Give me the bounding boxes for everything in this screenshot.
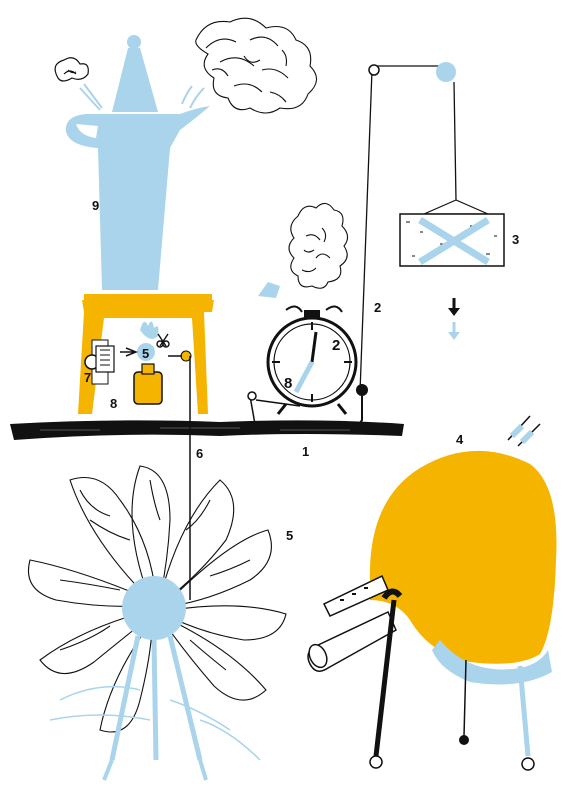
burner-stand: 5: [78, 294, 214, 414]
steam-cloud-right: [182, 18, 317, 113]
drone-pipe: [306, 612, 396, 671]
label-rod: 6: [196, 446, 203, 461]
alarm-clock: [268, 306, 356, 414]
steam-cloud-left: [55, 58, 102, 110]
label-lamp: 8: [110, 396, 117, 411]
pulley-wheel: [436, 62, 456, 82]
arrow-down-icon: [448, 298, 460, 316]
label-tap: 7: [84, 370, 91, 385]
valve-knob: [168, 351, 191, 361]
label-burner-number: 5: [142, 346, 149, 361]
bagpipe: [306, 416, 557, 770]
hanging-weight: [400, 200, 504, 266]
pulley-wheel-small: [369, 65, 379, 75]
shelf: [10, 420, 404, 440]
string-anchor: [356, 384, 368, 428]
oil-lamp: [134, 364, 162, 404]
plant-bush: [289, 203, 348, 288]
label-bagpipe: 4: [456, 432, 464, 447]
arrow-down-blue-icon: [448, 322, 460, 340]
label-string: 2: [374, 300, 381, 315]
label-clock-number: 2: [332, 337, 340, 354]
label-weight: 3: [512, 232, 519, 247]
label-fan: 5: [286, 528, 293, 543]
watering-boot: [258, 282, 280, 298]
scissors-icon: [157, 334, 169, 347]
label-shelf: 1: [302, 444, 309, 459]
coffee-pot: [66, 35, 210, 290]
label-coffeepot: 9: [92, 198, 99, 213]
label-clock-hand: 8: [284, 375, 292, 392]
